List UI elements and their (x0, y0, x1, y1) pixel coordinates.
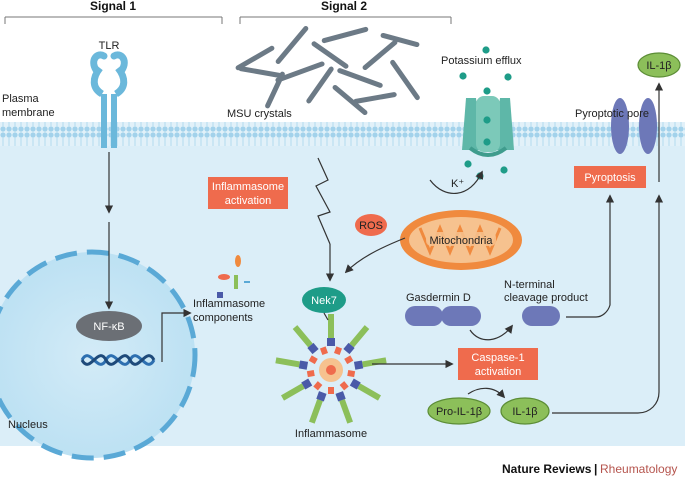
inflammasome-activation-box: Inflammasome activation (208, 177, 288, 209)
pyroptosis-box: Pyroptosis (574, 166, 646, 188)
signal-2-bracket (239, 16, 452, 24)
tlr-receptor-icon (90, 51, 128, 148)
mitochondria-icon (400, 210, 522, 270)
inflammasome-complex-icon (275, 314, 387, 424)
nucleus (0, 249, 198, 461)
pyroptotic-pore-icon (611, 98, 657, 154)
potassium-channel-icon (462, 96, 514, 157)
inflammasome-activation-label-1: Inflammasome (212, 181, 284, 193)
footer-journal: Nature Reviews (502, 462, 592, 476)
plasma-membrane-label-1: Plasma (2, 93, 40, 105)
il1b-secreted-label: IL-1β (646, 60, 671, 72)
nfkb-node: NF-κB (76, 311, 142, 341)
nucleus-label: Nucleus (8, 419, 48, 431)
pyroptosis-label: Pyroptosis (584, 172, 636, 184)
nek7-label: Nek7 (311, 295, 337, 307)
il1b-secreted: IL-1β (637, 52, 681, 78)
mitochondria-label: Mitochondria (430, 235, 494, 247)
nek7-node: Nek7 (302, 287, 346, 313)
nterm-label-2: cleavage product (504, 292, 588, 304)
potassium-efflux-label: Potassium efflux (441, 55, 522, 67)
ros-label: ROS (359, 220, 383, 232)
tlr-label: TLR (99, 40, 120, 52)
signal-1-bracket (4, 16, 223, 24)
inflammasome-components-label-2: components (193, 312, 253, 324)
inflammasome-label: Inflammasome (295, 428, 367, 440)
signal-2-label: Signal 2 (321, 0, 367, 13)
msu-crystals (235, 26, 420, 116)
footer-separator: | (594, 462, 597, 476)
msu-crystals-label: MSU crystals (227, 108, 292, 120)
ros-badge: ROS (355, 214, 387, 236)
pyroptotic-pore-label: Pyroptotic pore (575, 108, 649, 120)
inflammasome-components-label-1: Inflammasome (193, 298, 265, 310)
footer-section: Rheumatology (600, 462, 677, 476)
gasdermin-d-icon (405, 306, 481, 326)
pro-il1b-node: Pro-IL-1β (427, 397, 491, 425)
dna-icon (80, 354, 156, 366)
pro-il1b-label: Pro-IL-1β (436, 406, 482, 418)
caspase-1-box: Caspase-1 activation (458, 348, 538, 380)
inflammasome-components-icon (217, 255, 250, 298)
k-ion-label: K⁺ (451, 178, 464, 190)
nfkb-label: NF-κB (93, 321, 124, 333)
nterm-label-1: N-terminal (504, 279, 555, 291)
inflammasome-activation-label-2: activation (225, 195, 271, 207)
plasma-membrane-label-2: membrane (2, 107, 55, 119)
il1b-node: IL-1β (500, 397, 550, 425)
il1b-label: IL-1β (512, 406, 537, 418)
nterm-product-icon (522, 306, 560, 326)
signal-1-label: Signal 1 (90, 0, 136, 13)
gasdermin-d-label: Gasdermin D (406, 292, 471, 304)
caspase-1-label-2: activation (475, 366, 521, 378)
caspase-1-label-1: Caspase-1 (471, 352, 524, 364)
